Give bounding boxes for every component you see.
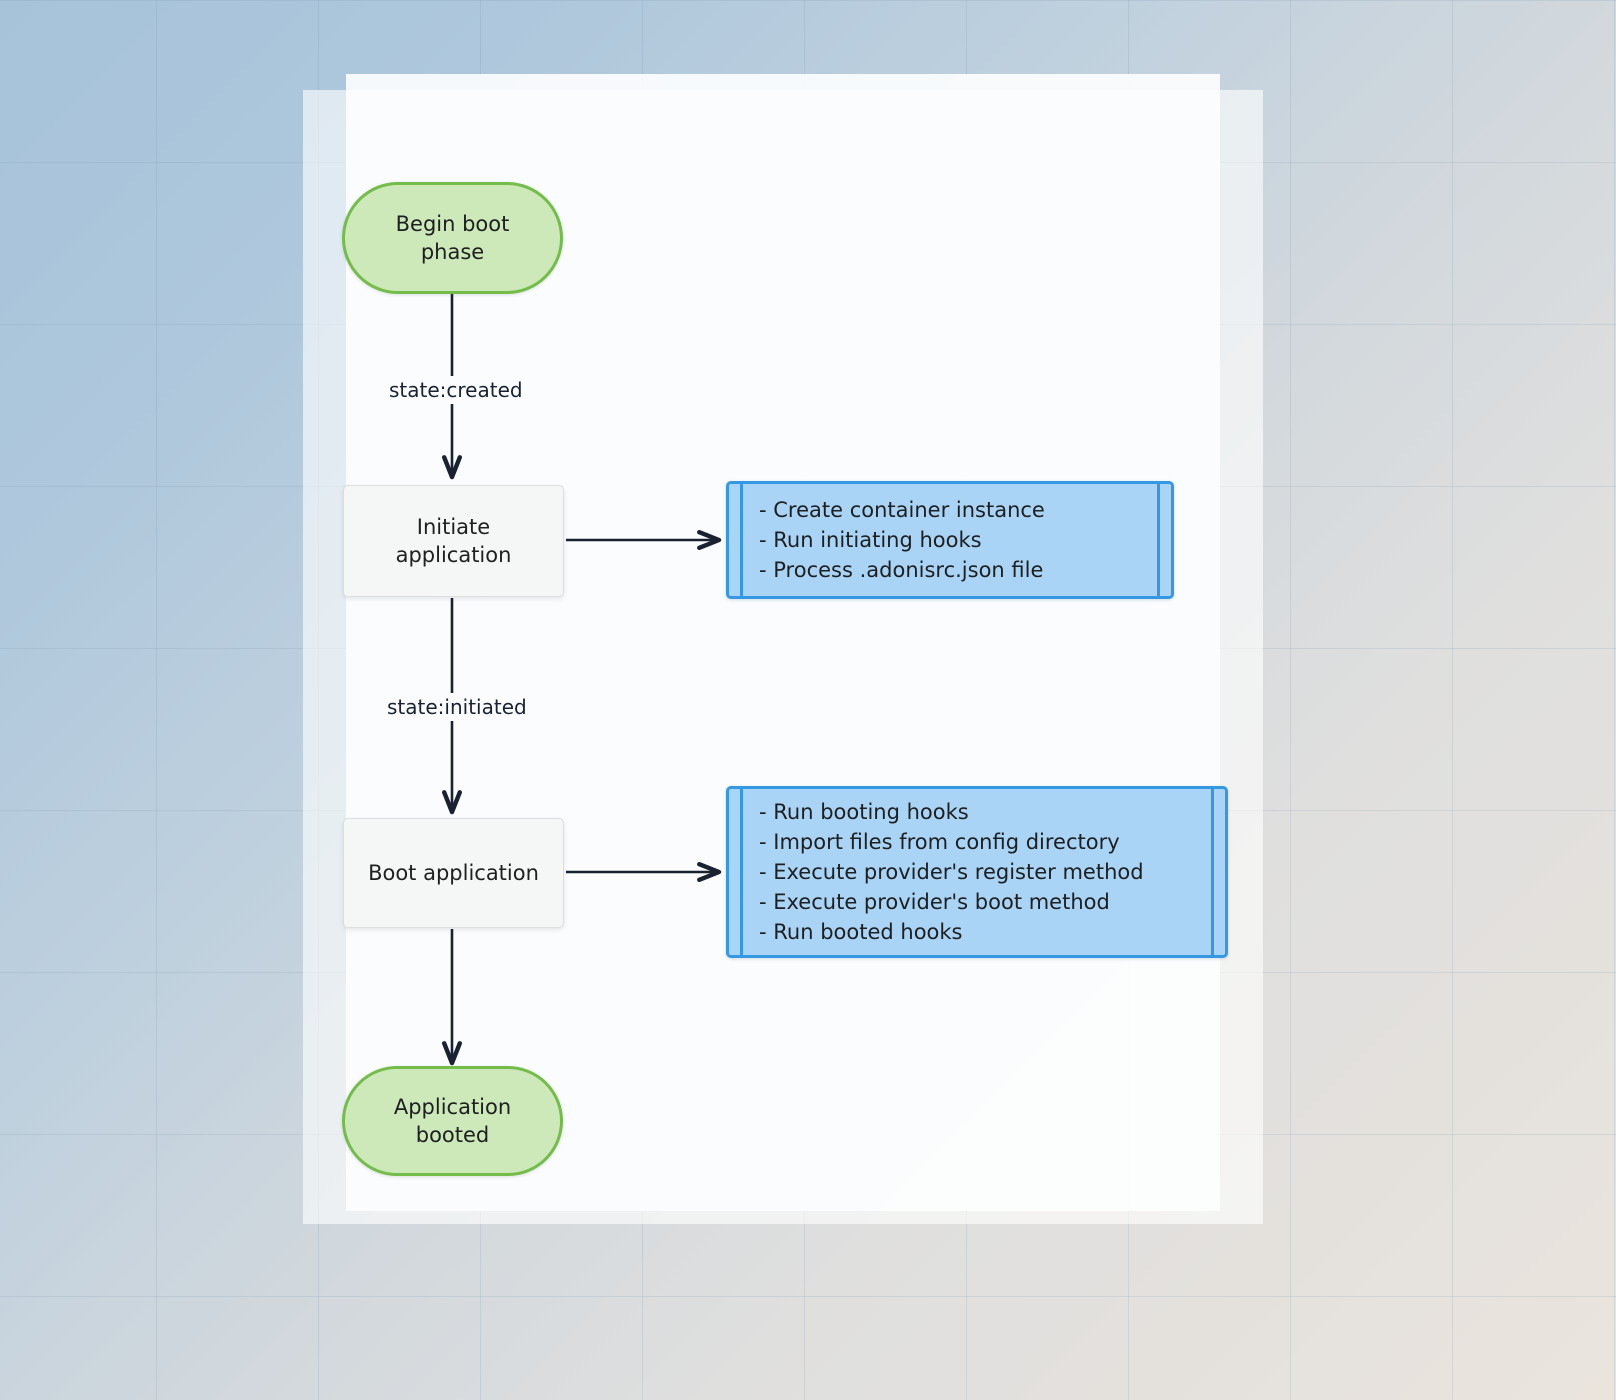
note-line: - Run initiating hooks	[759, 527, 982, 552]
note-line: - Import files from config directory	[759, 829, 1120, 854]
node-boot-application[interactable]: Boot application	[343, 818, 564, 928]
note-line: - Execute provider's register method	[759, 859, 1144, 884]
note-line: - Run booting hooks	[759, 799, 969, 824]
note-boot-lines: - Run booting hooks - Import files from …	[759, 789, 1195, 955]
node-booted-label: Application booted	[394, 1093, 511, 1149]
node-initiate-label-line1: Initiate	[416, 514, 491, 539]
node-initiate-label-line2: application	[395, 543, 512, 567]
note-initiate-lines: - Create container instance - Run initia…	[759, 484, 1141, 596]
node-begin-label: Begin boot phase	[396, 210, 510, 266]
note-initiate-application: - Create container instance - Run initia…	[726, 481, 1174, 599]
note-line: - Run booted hooks	[759, 920, 963, 945]
node-begin-label-line1: Begin boot	[395, 211, 510, 236]
edge-label-state-created: state:created	[383, 376, 529, 404]
node-application-booted[interactable]: Application booted	[342, 1066, 563, 1176]
note-boot-application: - Run booting hooks - Import files from …	[726, 786, 1228, 958]
node-boot-label-line1: Boot application	[368, 860, 539, 885]
node-begin-label-line2: phase	[420, 240, 485, 264]
note-line: - Create container instance	[759, 497, 1045, 522]
node-boot-label: Boot application	[368, 859, 539, 887]
node-begin-boot-phase[interactable]: Begin boot phase	[342, 182, 563, 294]
node-initiate-label: Initiate application	[396, 513, 512, 569]
edge-label-state-initiated: state:initiated	[381, 693, 533, 721]
node-booted-label-line2: booted	[415, 1123, 490, 1147]
node-booted-label-line1: Application	[393, 1094, 512, 1119]
note-line: - Process .adonisrc.json file	[759, 558, 1044, 583]
note-line: - Execute provider's boot method	[759, 890, 1110, 915]
node-initiate-application[interactable]: Initiate application	[343, 485, 564, 597]
